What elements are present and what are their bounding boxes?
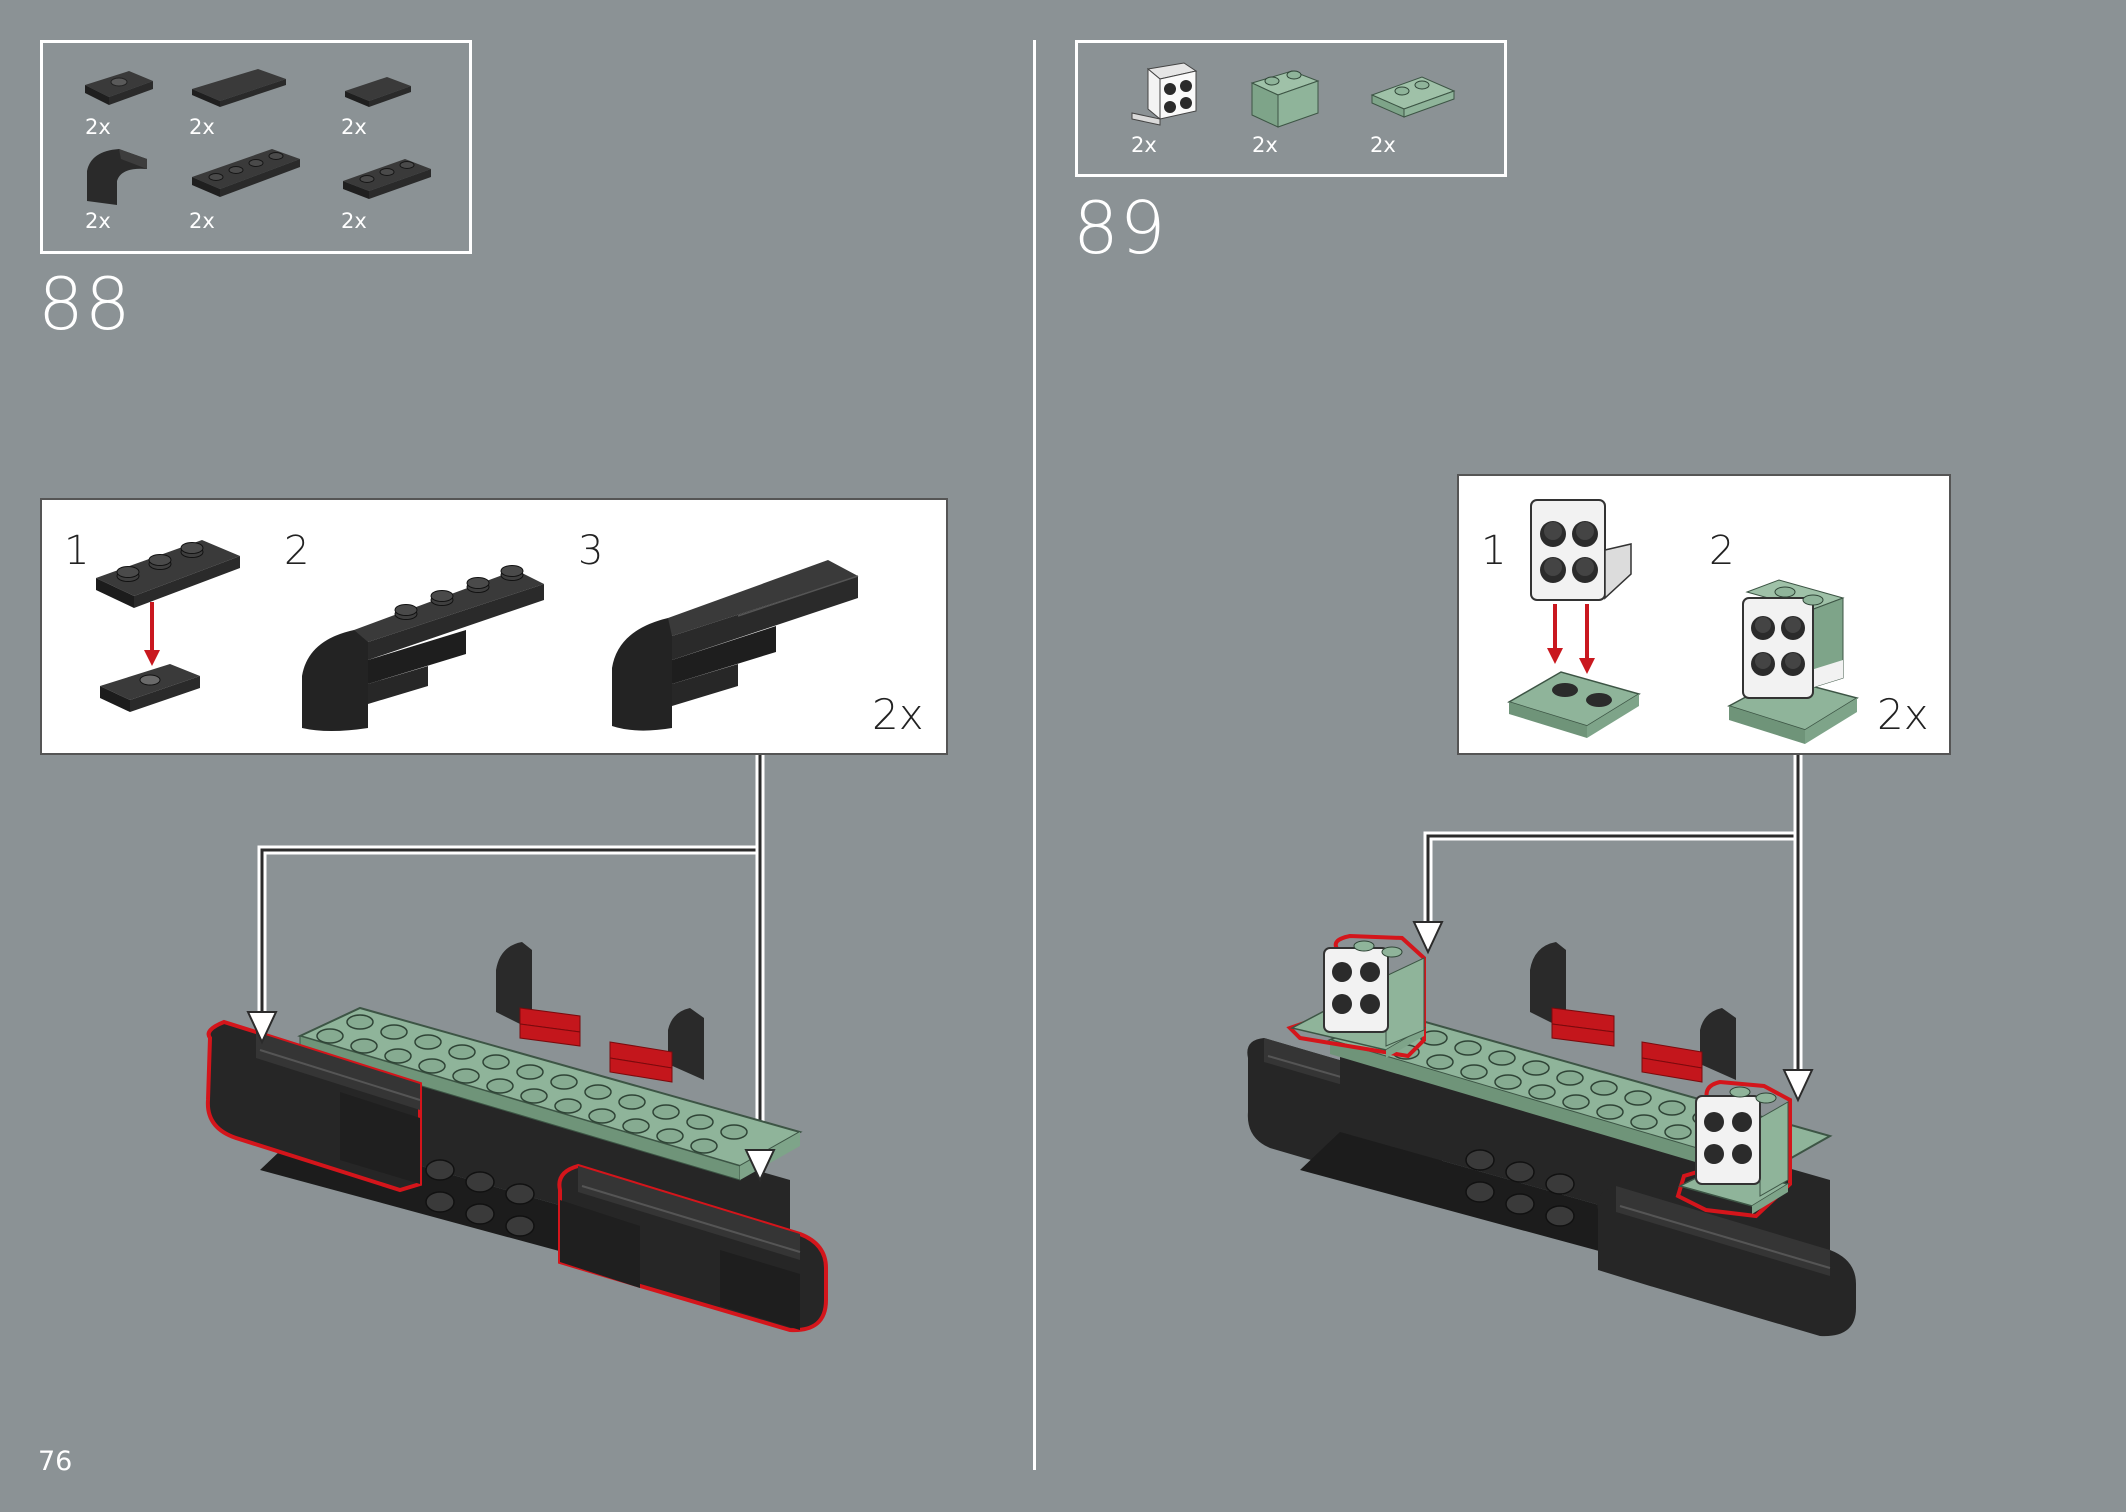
parts-list-step-88: 2x 2x 2x 2x 2x 2x	[40, 40, 472, 254]
plate-1x3-icon	[343, 159, 431, 199]
step-88-model	[205, 755, 828, 1333]
substep-label: 1	[64, 528, 90, 574]
substep-label: 2	[1709, 528, 1735, 574]
substep-1-illustration	[1507, 499, 1641, 738]
part-qty: 2x	[341, 209, 367, 233]
part-qty: 2x	[1131, 133, 1157, 157]
substep-box-step-88: 1 2 3 2x	[40, 498, 948, 755]
step-number: 89	[1073, 186, 1167, 270]
part-qty: 2x	[1252, 133, 1278, 157]
part-qty: 2x	[189, 209, 215, 233]
tile-1x2-icon	[345, 77, 411, 107]
step-89-model	[1247, 755, 1856, 1337]
substep-1-illustration	[96, 540, 240, 712]
plate-1x4-icon	[192, 149, 300, 197]
page-divider	[1033, 40, 1036, 1470]
substep-2-illustration	[302, 565, 544, 731]
jumper-plate-1x2-icon	[85, 71, 153, 105]
substep-2-illustration	[1727, 579, 1859, 744]
parts-list-step-89: 2x 2x 2x	[1075, 40, 1507, 177]
step-number: 88	[38, 262, 132, 346]
page-number: 76	[38, 1446, 73, 1477]
substep-label: 3	[578, 528, 604, 574]
substep-multiplier: 2x	[1877, 690, 1929, 739]
substep-multiplier: 2x	[872, 690, 924, 739]
part-qty: 2x	[85, 209, 111, 233]
bracket-white-icon	[1131, 62, 1198, 126]
plate-sand-green-icon	[1370, 76, 1456, 118]
substep-label: 1	[1481, 528, 1507, 574]
substep-3-illustration	[612, 560, 859, 731]
curved-slope-icon	[87, 149, 147, 205]
substep-box-step-89: 1 2 2x	[1457, 474, 1951, 755]
part-qty: 2x	[341, 115, 367, 139]
substep-label: 2	[284, 528, 310, 574]
part-qty: 2x	[189, 115, 215, 139]
brick-sand-green-icon	[1250, 70, 1320, 128]
tile-1x4-icon	[192, 69, 286, 107]
part-qty: 2x	[85, 115, 111, 139]
part-qty: 2x	[1370, 133, 1396, 157]
